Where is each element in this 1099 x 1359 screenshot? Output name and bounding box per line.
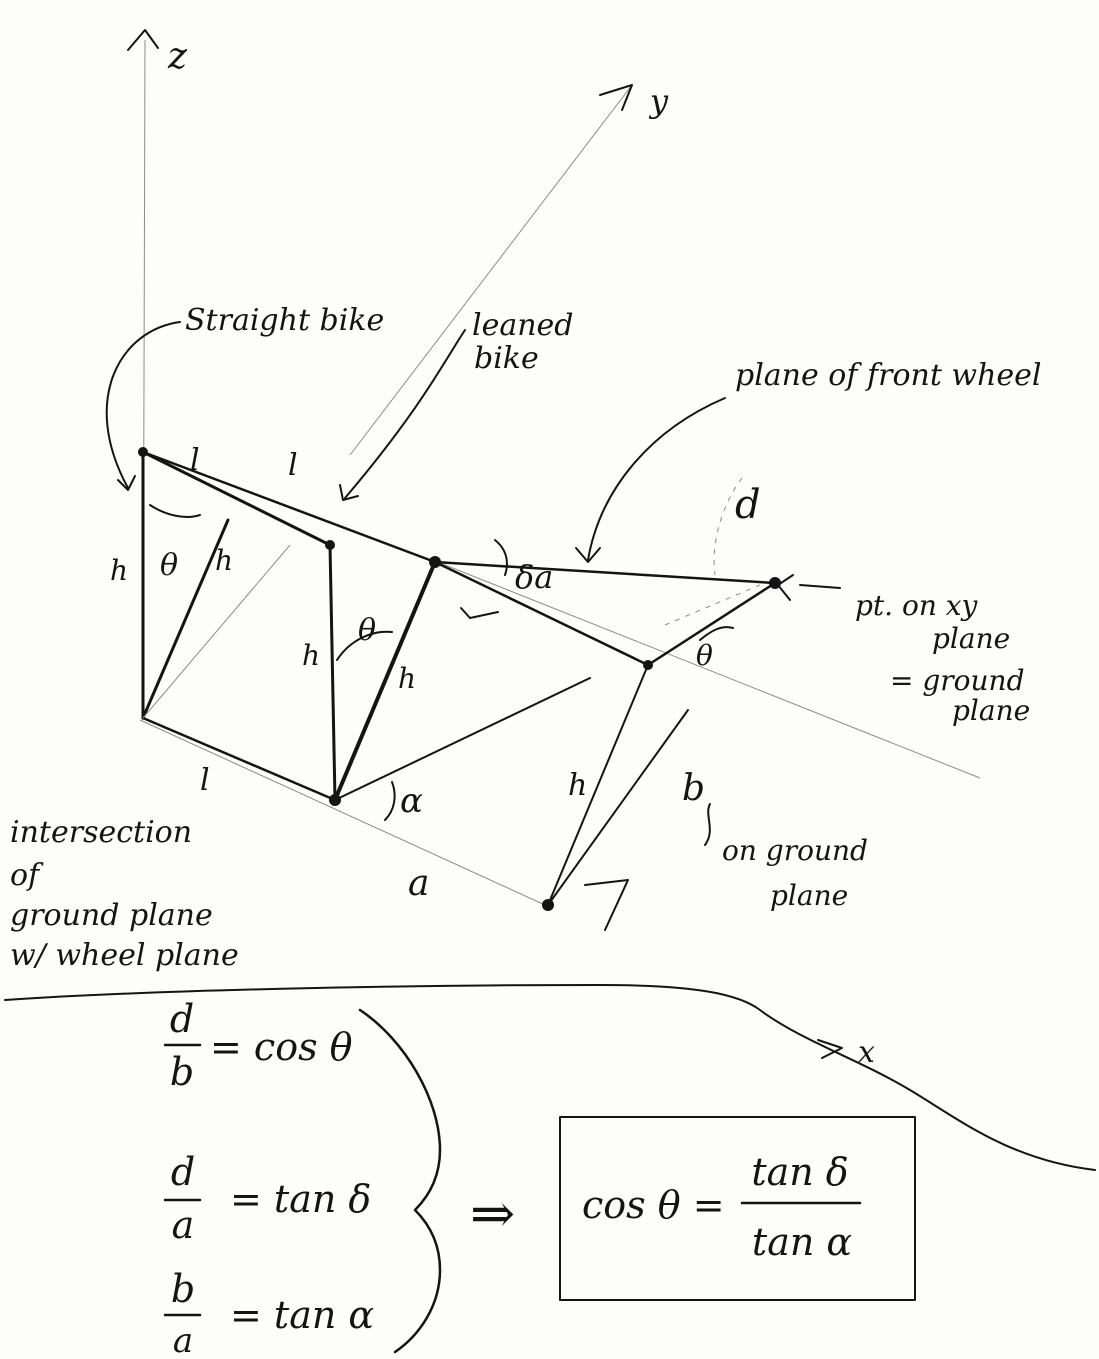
result-numerator: tan δ	[751, 1150, 848, 1194]
y-axis-label: y	[648, 82, 669, 120]
on-ground-label-2: plane	[770, 879, 848, 912]
z-axis: z	[127, 29, 188, 721]
symbol-labels: l l l h h h h h θ θ θ δa α a b d	[110, 443, 761, 904]
eq1-denominator: b	[170, 1050, 194, 1094]
a-label: a	[408, 863, 429, 904]
result-denominator: tan α	[752, 1220, 852, 1264]
z-axis-label: z	[167, 36, 188, 77]
bike-frame	[138, 447, 781, 931]
intersection-label-1: intersection	[10, 815, 192, 850]
eq2-numerator: d	[171, 1150, 195, 1194]
callout-arrows	[105, 321, 841, 846]
l-label-2: l	[288, 448, 298, 483]
eq1-numerator: d	[170, 997, 194, 1041]
y-axis: y	[349, 82, 669, 456]
eq2-denominator: a	[172, 1203, 195, 1247]
on-ground-label-1: on ground	[722, 834, 868, 867]
vertex-top-right	[429, 556, 441, 568]
leaned-bike-label-2: bike	[474, 341, 539, 376]
alpha-label: α	[400, 781, 423, 821]
ground-point-bottom	[542, 899, 554, 911]
h-label-4: h	[398, 662, 416, 695]
eq3-rhs: = tan α	[230, 1293, 374, 1337]
intersection-label-3: ground plane	[10, 898, 213, 933]
intersection-label-2: of	[10, 858, 44, 893]
eq3-numerator: b	[171, 1267, 195, 1311]
l-label-3: l	[200, 763, 210, 798]
leaned-bike-label-1: leaned	[472, 308, 574, 343]
vertex-wheel	[643, 660, 653, 670]
x-axis-label: x	[858, 1035, 875, 1070]
intersection-label-4: w/ wheel plane	[10, 938, 239, 973]
vertex-bottom	[329, 794, 341, 806]
eq1-rhs: = cos θ	[210, 1025, 353, 1069]
straight-bike-label: Straight bike	[185, 303, 384, 338]
h-label-1: h	[110, 554, 128, 587]
annotation-labels: Straight bike leaned bike plane of front…	[10, 303, 1042, 973]
point-label-4: plane	[952, 694, 1030, 727]
divider-line	[4, 984, 1096, 1171]
theta-label-2: θ	[358, 613, 376, 648]
delta-a-label: δa	[515, 558, 553, 596]
h-label-5: h	[568, 768, 587, 803]
l-label-1: l	[190, 443, 200, 478]
x-axis: x	[139, 562, 981, 1070]
eq3-denominator: a	[173, 1321, 193, 1359]
b-label: b	[682, 768, 705, 809]
theta-label-3: θ	[696, 639, 713, 672]
point-label-1: pt. on xy	[855, 589, 979, 622]
result-box	[559, 1116, 916, 1301]
h-label-2: h	[215, 544, 233, 577]
implies-symbol: ⇒	[470, 1182, 515, 1245]
plane-front-wheel-label: plane of front wheel	[735, 358, 1042, 393]
equations: d b = cos θ d a = tan δ b a = tan α ⇒ co…	[163, 997, 916, 1359]
eq2-rhs: = tan δ	[230, 1177, 371, 1221]
angle-marks	[149, 504, 734, 821]
vertex-top-mid	[325, 540, 335, 550]
d-label: d	[735, 482, 761, 528]
result-lhs: cos θ =	[582, 1183, 725, 1227]
theta-label-1: θ	[160, 548, 178, 583]
point-label-2: plane	[932, 622, 1010, 655]
h-label-3: h	[302, 639, 320, 672]
point-label-3: = ground	[890, 664, 1025, 697]
vertex-top-left	[138, 447, 148, 457]
